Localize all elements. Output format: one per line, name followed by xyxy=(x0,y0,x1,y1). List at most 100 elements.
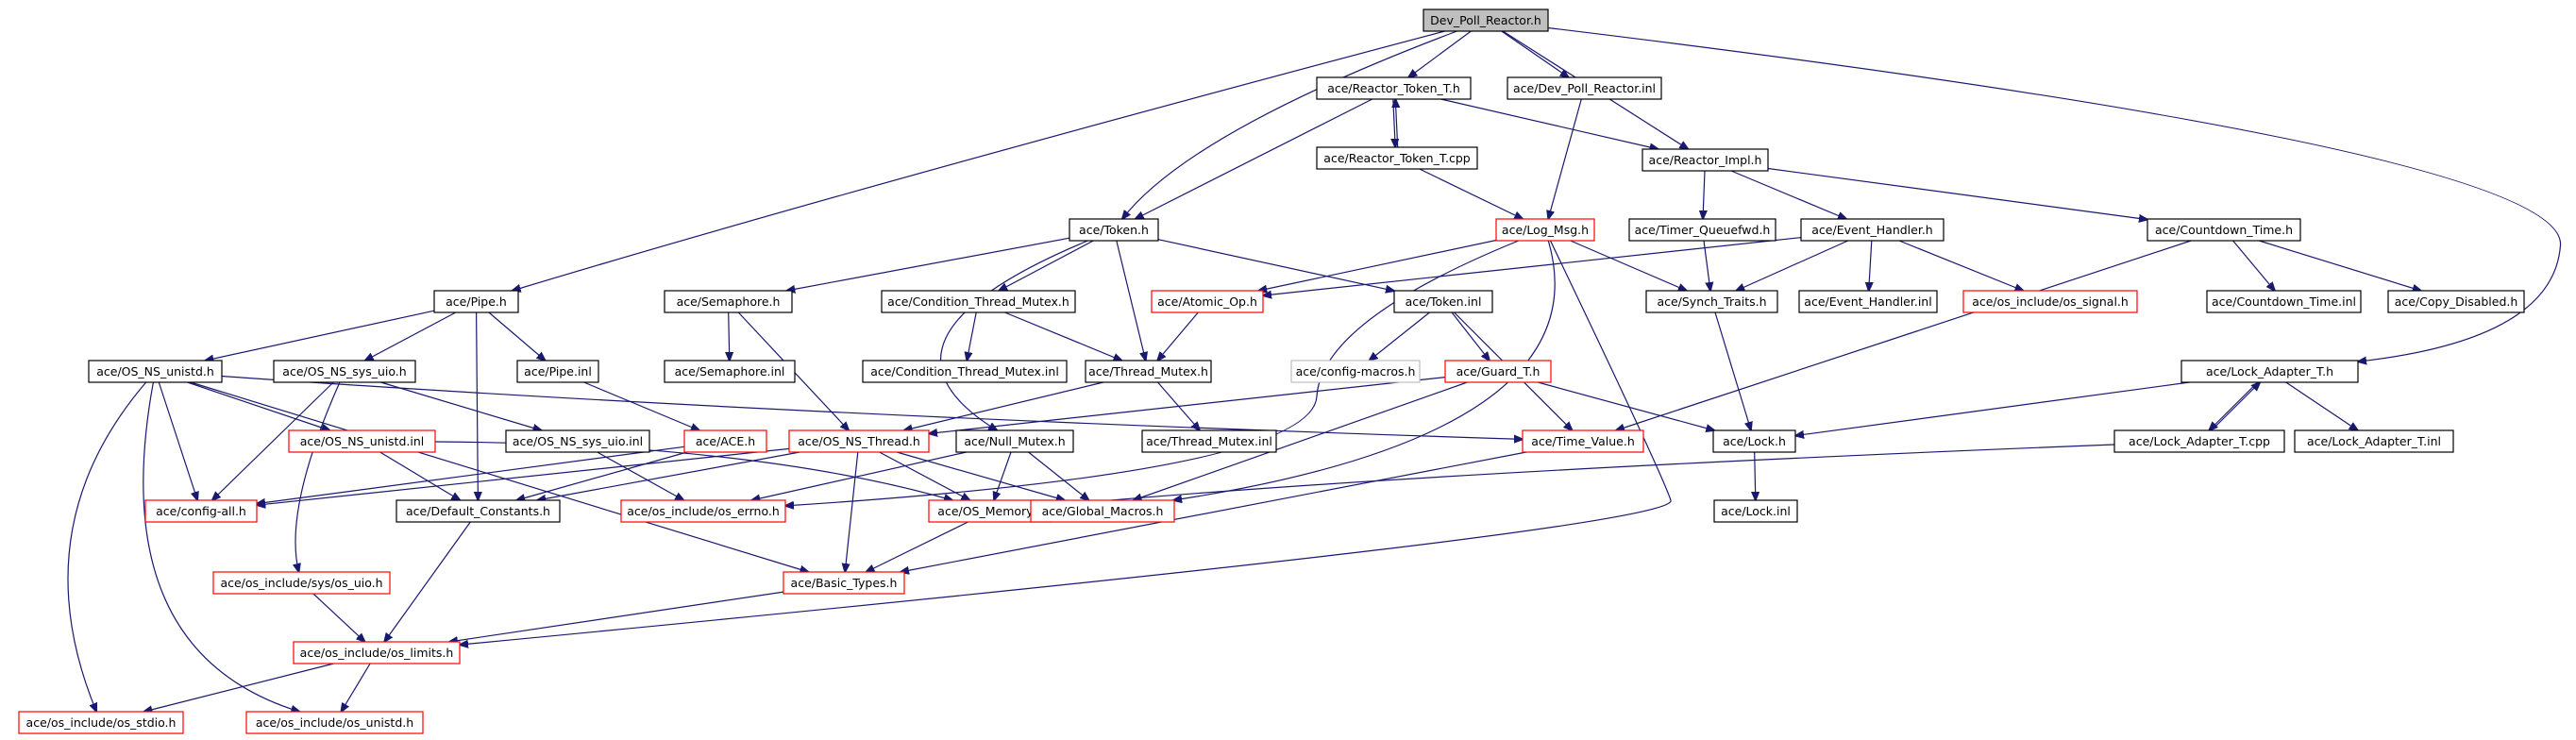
graph-node[interactable]: ace/Semaphore.inl xyxy=(664,360,796,383)
edge-n11-to-n21 xyxy=(205,310,435,361)
edge-n21-to-n50 xyxy=(143,381,299,712)
edge-n31-to-n42 xyxy=(597,451,684,500)
graph-node-label: ace/Event_Handler.h xyxy=(1811,223,1932,237)
graph-node[interactable]: ace/Thread_Mutex.h xyxy=(1085,360,1212,383)
edge-n29-to-n38 xyxy=(2209,381,2259,430)
graph-node[interactable]: ace/OS_NS_sys_uio.h xyxy=(273,360,416,383)
graph-node-box xyxy=(1713,499,1798,523)
graph-node-box xyxy=(1642,148,1769,172)
graph-node[interactable]: ace/Token.h xyxy=(1069,218,1159,242)
graph-node-box xyxy=(144,499,258,523)
graph-node[interactable]: ace/Condition_Thread_Mutex.inl xyxy=(862,360,1068,383)
graph-node-label: ace/ACE.h xyxy=(696,434,755,448)
graph-node[interactable]: ace/Synch_Traits.h xyxy=(1645,290,1778,313)
graph-node-box xyxy=(664,290,793,313)
graph-node-label: ace/config-macros.h xyxy=(1296,364,1416,378)
graph-node[interactable]: ace/Dev_Poll_Reactor.inl xyxy=(1507,76,1662,100)
graph-node[interactable]: ace/OS_NS_Thread.h xyxy=(788,429,930,453)
graph-node[interactable]: Dev_Poll_Reactor.h xyxy=(1423,8,1549,32)
graph-node[interactable]: ace/Condition_Thread_Mutex.h xyxy=(881,290,1076,313)
graph-node[interactable]: ace/Reactor_Token_T.cpp xyxy=(1316,146,1478,170)
graph-node[interactable]: ace/Lock_Adapter_T.inl xyxy=(2294,429,2454,453)
graph-node-box xyxy=(1423,8,1549,32)
graph-node-box xyxy=(1316,76,1472,100)
graph-node-box xyxy=(1151,290,1264,313)
graph-node[interactable]: ace/Countdown_Time.h xyxy=(2147,218,2301,242)
graph-node[interactable]: ace/Lock.h xyxy=(1712,429,1796,453)
edge-n7-to-n14 xyxy=(1258,239,1497,292)
graph-node-box xyxy=(433,290,519,313)
edge-n28-to-n33 xyxy=(929,377,1446,434)
graph-node-box xyxy=(245,711,424,734)
graph-node[interactable]: ace/OS_NS_sys_uio.inl xyxy=(505,429,650,453)
graph-node[interactable]: ace/Thread_Mutex.inl xyxy=(1141,429,1277,453)
graph-node[interactable]: ace/ACE.h xyxy=(683,429,767,453)
graph-node-box xyxy=(1628,218,1776,242)
graph-node-label: ace/Global_Macros.h xyxy=(1042,504,1164,518)
graph-node[interactable]: ace/Atomic_Op.h xyxy=(1151,290,1264,313)
graph-node-label: ace/Condition_Thread_Mutex.h xyxy=(887,294,1069,309)
graph-node[interactable]: ace/Time_Value.h xyxy=(1522,429,1644,453)
edge-n36-to-n47 xyxy=(901,451,1527,572)
graph-node[interactable]: ace/Lock.inl xyxy=(1713,499,1798,523)
graph-node-label: ace/os_include/os_signal.h xyxy=(1972,294,2129,309)
graph-node[interactable]: ace/Null_Mutex.h xyxy=(955,429,1074,453)
graph-node-box xyxy=(1507,76,1662,100)
graph-node-box xyxy=(1444,360,1552,383)
graph-node[interactable]: ace/Timer_Queuefwd.h xyxy=(1628,218,1776,242)
graph-node[interactable]: ace/os_include/os_errno.h xyxy=(620,499,786,523)
edge-n46-to-n48 xyxy=(312,593,365,642)
graph-node-box xyxy=(2180,360,2359,383)
edge-n4-to-n7 xyxy=(1419,168,1523,219)
graph-node[interactable]: ace/OS_NS_unistd.h xyxy=(88,360,223,383)
graph-node[interactable]: ace/Reactor_Token_T.h xyxy=(1316,76,1472,100)
graph-node[interactable]: ace/Lock_Adapter_T.h xyxy=(2180,360,2359,383)
graph-node[interactable]: ace/Event_Handler.h xyxy=(1800,218,1945,242)
graph-node[interactable]: ace/Basic_Types.h xyxy=(783,571,905,595)
graph-node[interactable]: ace/Pipe.h xyxy=(433,290,519,313)
graph-node-label: ace/Countdown_Time.h xyxy=(2155,223,2293,237)
graph-node[interactable]: ace/Copy_Disabled.h xyxy=(2387,290,2525,313)
edge-n6-to-n15 xyxy=(1157,239,1394,292)
graph-node[interactable]: ace/OS_Memory.h xyxy=(928,499,1052,523)
graph-node[interactable]: ace/Default_Constants.h xyxy=(396,499,561,523)
graph-node-box xyxy=(955,429,1074,453)
graph-node[interactable]: ace/os_include/os_signal.h xyxy=(1962,290,2138,313)
graph-node-box xyxy=(516,360,599,383)
edge-n9-to-n14 xyxy=(1263,237,1802,296)
graph-node[interactable]: ace/Guard_T.h xyxy=(1444,360,1552,383)
graph-node-label: ace/Atomic_Op.h xyxy=(1157,294,1257,309)
graph-node[interactable]: ace/OS_NS_unistd.inl xyxy=(288,429,436,453)
graph-node-box xyxy=(1069,218,1159,242)
graph-node[interactable]: ace/os_include/os_unistd.h xyxy=(245,711,424,734)
graph-node-label: ace/Guard_T.h xyxy=(1456,364,1541,378)
edge-n23-to-n32 xyxy=(583,381,699,430)
graph-node-label: ace/Pipe.inl xyxy=(524,364,592,378)
graph-node[interactable]: ace/config-macros.h xyxy=(1290,360,1421,383)
graph-node-label: ace/OS_NS_sys_uio.h xyxy=(282,364,406,378)
graph-node[interactable]: ace/Log_Msg.h xyxy=(1495,218,1595,242)
graph-node[interactable]: ace/Countdown_Time.inl xyxy=(2206,290,2362,313)
graph-node[interactable]: ace/Token.inl xyxy=(1393,290,1493,313)
graph-node[interactable]: ace/os_include/sys/os_uio.h xyxy=(212,571,391,595)
graph-node-box xyxy=(2147,218,2301,242)
graph-node[interactable]: ace/Lock_Adapter_T.cpp xyxy=(2113,429,2285,453)
graph-node[interactable]: ace/Global_Macros.h xyxy=(1030,499,1175,523)
edge-n26-to-n33 xyxy=(904,381,1104,430)
graph-node-box xyxy=(18,711,184,734)
edge-n2-to-n4 xyxy=(1393,98,1395,147)
graph-node[interactable]: ace/config-all.h xyxy=(144,499,258,523)
edge-n9-to-n16 xyxy=(1736,240,1849,291)
graph-node-box xyxy=(273,360,416,383)
edge-n38-to-n43 xyxy=(1052,444,2115,506)
graph-node-box xyxy=(505,429,650,453)
graph-node-box xyxy=(293,641,461,664)
edge-n43-to-n47 xyxy=(867,521,968,572)
graph-node[interactable]: ace/os_include/os_stdio.h xyxy=(18,711,184,734)
graph-node[interactable]: ace/Pipe.inl xyxy=(516,360,599,383)
graph-node[interactable]: ace/Event_Handler.inl xyxy=(1798,290,1938,313)
graph-node[interactable]: ace/Reactor_Impl.h xyxy=(1642,148,1769,172)
graph-node[interactable]: ace/Semaphore.h xyxy=(664,290,793,313)
graph-node[interactable]: ace/os_include/os_limits.h xyxy=(293,641,461,664)
